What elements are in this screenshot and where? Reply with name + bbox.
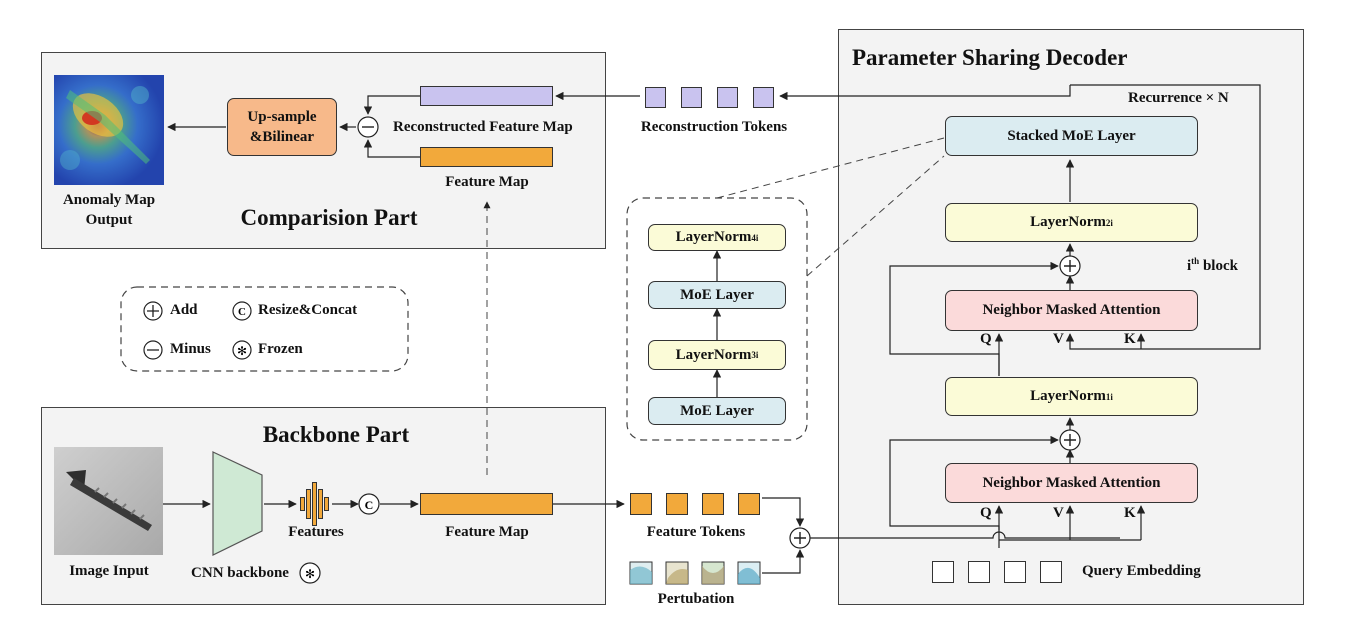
recon-token (717, 87, 738, 108)
legend-add-label: Add (170, 302, 198, 318)
feature-token (738, 493, 760, 515)
concat-op-icon (358, 493, 380, 515)
q-label-top: Q (980, 331, 992, 347)
upsample-bilinear-box: Up-sample &Bilinear (227, 98, 337, 156)
feature-token (630, 493, 652, 515)
k-label-bottom: K (1124, 505, 1136, 521)
recurrence-label: Recurrence × N (1128, 90, 1229, 106)
query-embedding-token (968, 561, 990, 583)
query-embedding-label: Query Embedding (1082, 563, 1201, 579)
comparison-feature-map-label: Feature Map (445, 174, 529, 190)
feature-tokens-label: Feature Tokens (646, 524, 746, 540)
feature-token (702, 493, 724, 515)
backbone-feature-map-label: Feature Map (445, 524, 529, 540)
ith-block-label: ith block (1187, 256, 1238, 274)
neighbor-masked-attention-top-box: Neighbor Masked Attention (945, 290, 1198, 331)
reconstructed-feature-map-label: Reconstructed Feature Map (393, 119, 573, 135)
comparison-part-title: Comparision Part (240, 205, 418, 230)
feature-rod (306, 489, 311, 519)
decoder-title: Parameter Sharing Decoder (852, 45, 1128, 70)
k-label-top: K (1124, 331, 1136, 347)
moe-layer-bottom-box: MoE Layer (648, 397, 786, 425)
pertubation-label: Pertubation (657, 591, 735, 607)
q-label-bottom: Q (980, 505, 992, 521)
perturbation-tokens (629, 561, 761, 585)
query-embedding-token (1004, 561, 1026, 583)
backbone-part-title: Backbone Part (262, 422, 410, 447)
query-embedding-token (932, 561, 954, 583)
cnn-backbone-label: CNN backbone (191, 565, 289, 581)
svg-text:✻: ✻ (305, 567, 315, 581)
neighbor-masked-attention-bottom-box: Neighbor Masked Attention (945, 463, 1198, 503)
comparison-feature-map-bar (420, 147, 553, 167)
anomaly-map-label: Anomaly Map Output (62, 192, 156, 228)
svg-text:✻: ✻ (237, 344, 247, 358)
reconstructed-feature-map-bar (420, 86, 553, 106)
feature-rod (324, 497, 329, 511)
recon-token (645, 87, 666, 108)
feature-rod (318, 489, 323, 519)
image-input-label: Image Input (69, 563, 149, 579)
backbone-feature-map-bar (420, 493, 553, 515)
v-label-bottom: V (1053, 505, 1064, 521)
legend-frozen-label: Frozen (258, 341, 303, 357)
features-label: Features (288, 524, 344, 540)
moe-layer-top-box: MoE Layer (648, 281, 786, 309)
feature-rod (300, 497, 305, 511)
legend-minus-label: Minus (170, 341, 211, 357)
screw-input-image (54, 447, 163, 555)
v-label-top: V (1053, 331, 1064, 347)
svg-text:C: C (365, 498, 374, 512)
feature-rod (312, 482, 317, 526)
cnn-backbone-shape (212, 451, 263, 556)
feature-token (666, 493, 688, 515)
stacked-moe-layer-box: Stacked MoE Layer (945, 116, 1198, 156)
legend-box (120, 286, 409, 372)
recon-token (681, 87, 702, 108)
anomaly-map-image (54, 75, 164, 185)
reconstruction-tokens-label: Reconstruction Tokens (640, 119, 788, 135)
svg-text:C: C (238, 306, 246, 318)
recon-token (753, 87, 774, 108)
legend-resize-concat-label: Resize&Concat (258, 302, 358, 318)
query-embedding-token (1040, 561, 1062, 583)
